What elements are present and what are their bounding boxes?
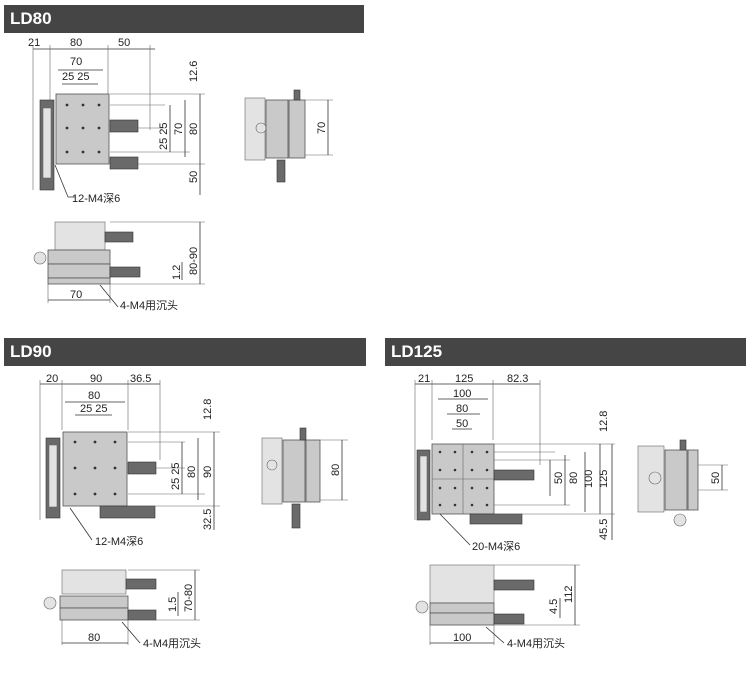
ld90-front-70-80: 70-80 <box>183 584 195 612</box>
ld80-front-70: 70 <box>70 289 82 301</box>
ld80-front-80-90: 80-90 <box>188 247 200 275</box>
ld125-dim-right-45-5: 45.5 <box>598 519 610 540</box>
ld80-dim-25-25: 25 25 <box>62 71 90 83</box>
ld125-dim-right-100: 100 <box>583 470 595 488</box>
ld125-front-100: 100 <box>453 632 471 644</box>
ld80-front-view: 80-90 1.2 70 4-M4用沉头 <box>33 221 205 312</box>
ld125-holes-label: 20-M4深6 <box>472 540 520 553</box>
ld125-title: LD125 <box>391 342 443 361</box>
ld125-dim-inner-80: 80 <box>456 403 468 415</box>
ld125-dim-inner-50: 50 <box>456 418 468 430</box>
ld90-title: LD90 <box>10 342 52 361</box>
ld90-front-view: 70-80 1.5 80 4-M4用沉头 <box>43 569 201 650</box>
ld80-side-70: 70 <box>316 122 328 134</box>
ld125-dim-inner-100: 100 <box>453 388 471 400</box>
ld90-header: LD90 <box>4 338 366 366</box>
ld125-dim-right-125: 125 <box>598 470 610 488</box>
ld125-front-112: 112 <box>563 585 575 603</box>
ld90-front-mount: 4-M4用沉头 <box>143 637 201 650</box>
ld90-dim-20: 20 <box>46 373 58 385</box>
ld80-dim-21: 21 <box>28 37 40 49</box>
ld90-dim-90: 90 <box>90 373 102 385</box>
ld125-side-view: 50 <box>637 439 728 527</box>
ld90-dim-inner-80: 80 <box>88 390 100 402</box>
ld80-dim-80: 80 <box>70 37 82 49</box>
ld90-dim-36-5: 36.5 <box>130 373 151 385</box>
ld125-front-mount: 4-M4用沉头 <box>507 637 565 650</box>
ld80-front-1-2: 1.2 <box>171 265 183 280</box>
ld80-title: LD80 <box>10 9 52 28</box>
ld80-top-view: 21 80 50 70 25 25 12.6 25 25 70 80 50 12… <box>28 37 205 205</box>
ld80-dim-12-6: 12.6 <box>188 61 200 82</box>
ld125-dim-82-3: 82.3 <box>507 373 528 385</box>
ld125-top-view: 21 125 82.3 100 80 50 12.8 50 80 100 125… <box>414 373 615 553</box>
ld90-front-80: 80 <box>88 632 100 644</box>
ld90-front-1-5: 1.5 <box>167 597 179 612</box>
ld90-side-80: 80 <box>330 464 342 476</box>
ld90-side-view: 80 <box>261 427 348 529</box>
ld125-header: LD125 <box>385 338 746 366</box>
ld125-front-view: 4.5 112 100 4-M4用沉头 <box>415 564 580 650</box>
ld80-dim-50: 50 <box>118 37 130 49</box>
ld125-dim-right-50: 50 <box>553 472 565 484</box>
ld80-dim-right-50: 50 <box>188 171 200 183</box>
ld90-dim-right-80: 80 <box>186 466 198 478</box>
ld125-front-4-5: 4.5 <box>548 599 560 614</box>
ld80-dim-right-80: 80 <box>188 123 200 135</box>
ld90-dim-25-25: 25 25 <box>80 403 108 415</box>
ld80-dim-right-70: 70 <box>173 123 185 135</box>
ld80-dim-inner-70: 70 <box>70 56 82 68</box>
ld90-top-view: 20 90 36.5 80 25 25 12.8 25 25 80 90 32.… <box>39 373 220 548</box>
ld125-dim-12-8: 12.8 <box>598 411 610 432</box>
ld90-dim-12-8: 12.8 <box>202 399 214 420</box>
ld125-dim-125: 125 <box>455 373 473 385</box>
ld80-holes-label: 12-M4深6 <box>72 192 120 205</box>
ld80-side-view: 70 <box>244 89 333 183</box>
ld80-header: LD80 <box>4 5 364 33</box>
ld90-holes-label: 12-M4深6 <box>95 535 143 548</box>
ld90-dim-right-25-25: 25 25 <box>170 462 182 490</box>
ld125-side-50: 50 <box>710 472 722 484</box>
ld90-dim-right-32-5: 32.5 <box>202 509 214 530</box>
ld125-dim-21: 21 <box>418 373 430 385</box>
ld80-front-mount: 4-M4用沉头 <box>120 299 178 312</box>
ld80-dim-right-25-25: 25 25 <box>158 122 170 150</box>
ld90-dim-right-90: 90 <box>202 466 214 478</box>
ld125-dim-right-80: 80 <box>568 472 580 484</box>
